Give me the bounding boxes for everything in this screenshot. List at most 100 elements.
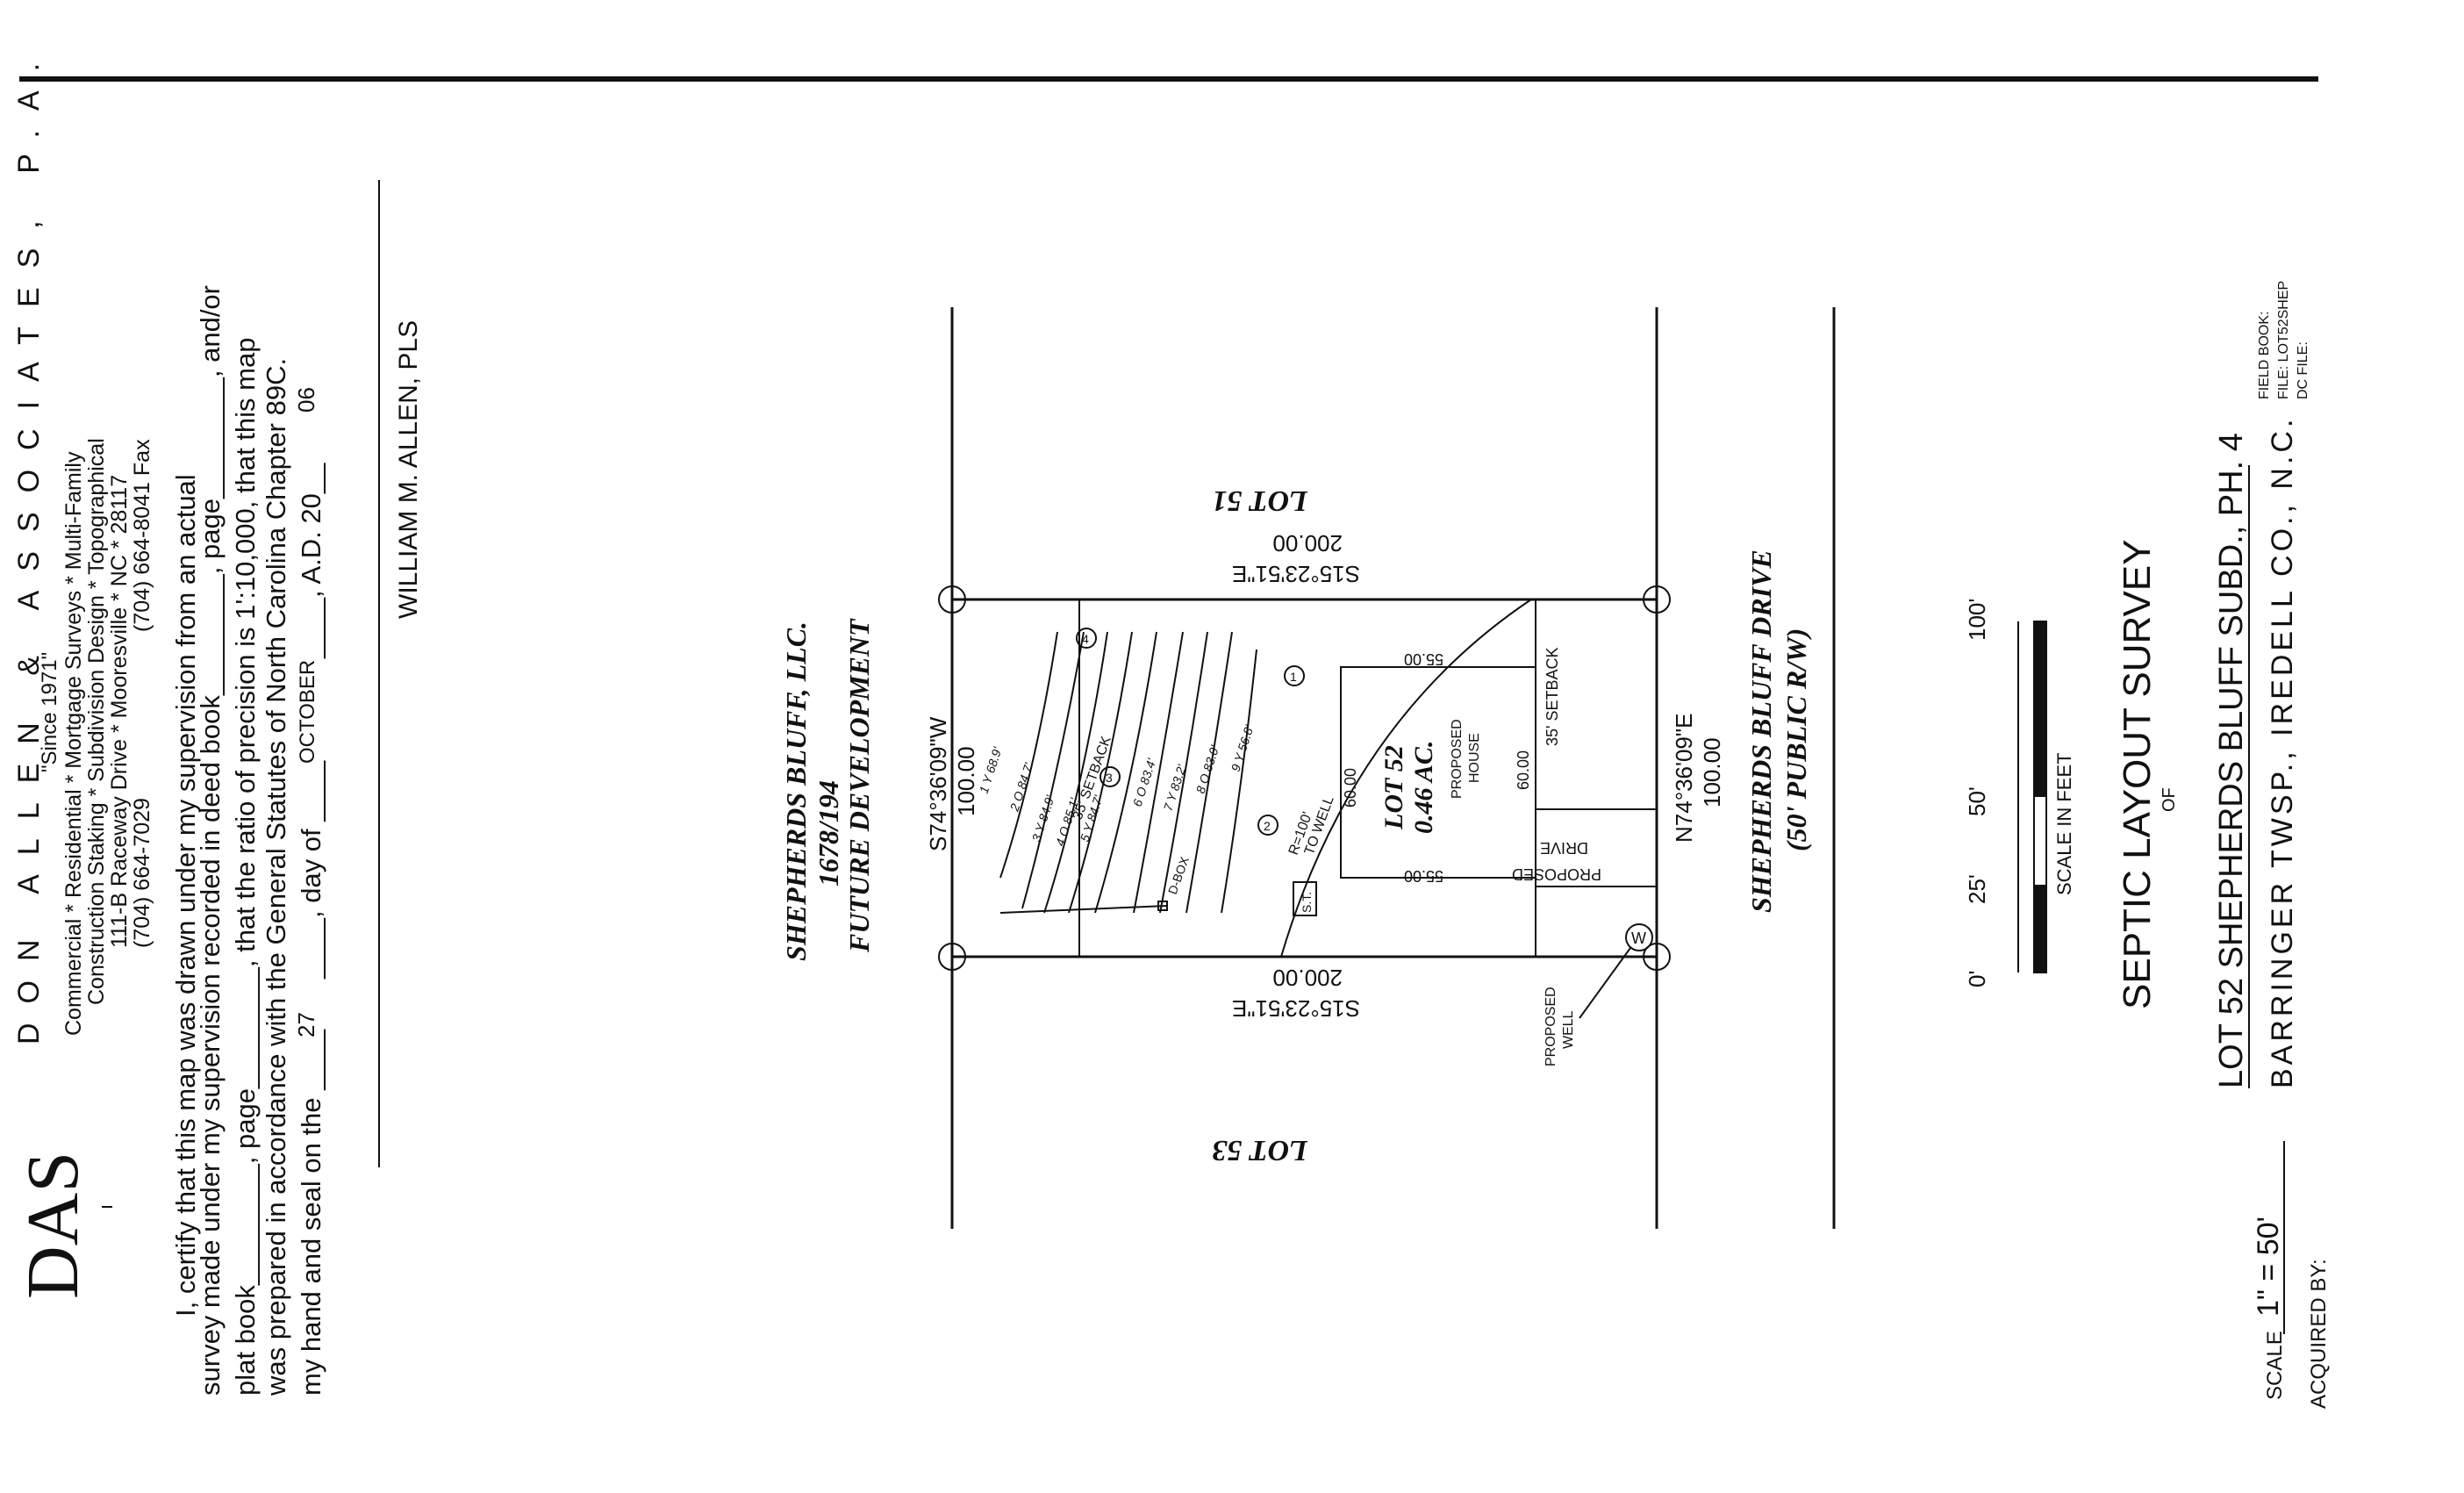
house-dim-bottom: 55.00 [1404, 867, 1443, 885]
septic-line-label: 7 Y 83.2' [1161, 762, 1189, 813]
marker-label: 3 [1106, 771, 1113, 785]
well-leader-line [1579, 947, 1631, 1019]
company-fax: (704) 664-8041 Fax [130, 439, 154, 632]
well-symbol-label: W [1631, 930, 1646, 947]
marker-label: 2 [1264, 819, 1271, 833]
distance-bottom: 200.00 [1272, 965, 1343, 991]
road-name: SHEPHERDS BLUFF DRIVE [1745, 549, 1777, 913]
road-row: (50' PUBLIC R/W) [1780, 628, 1812, 851]
septic-tank-label: S.T. [1300, 892, 1314, 913]
scale-caption: SCALE IN FEET [2053, 752, 2075, 895]
proposed-drive [1535, 808, 1658, 887]
certificate-line-3: plat book________, page________, that th… [230, 338, 261, 1396]
septic-line-5 [1094, 631, 1157, 914]
company-name: DON ALLEN & ASSOCIATES, P.A. [12, 44, 46, 1044]
septic-tank [1293, 881, 1317, 916]
company-services-2: Construction Staking * Subdivision Desig… [84, 438, 109, 1005]
distance-right: 100.00 [1699, 737, 1725, 808]
survey-location: BARRINGER TWSP., IREDELL CO., N.C. [2266, 416, 2299, 1088]
title-block: SEPTIC LAYOUT SURVEY OF LOT 52 SHEPHERDS… [2116, 281, 2331, 1409]
marker-circle [1099, 766, 1121, 787]
certificate-month: OCTOBER [296, 660, 319, 764]
scale-bar: 0' 25' 50' 100' SCALE IN FEET [1964, 599, 2075, 987]
bearing-top: S15°23'51"E [1232, 561, 1360, 587]
company-logo: DAS [12, 1152, 94, 1299]
scale-tick: 25' [1964, 874, 1990, 904]
septic-line-9 [1221, 649, 1257, 914]
certificate-day: 27 [293, 1012, 319, 1037]
septic-line-label: 8 O 83.0' [1193, 743, 1222, 795]
house-dim-left: 60.00 [1342, 768, 1359, 808]
well-radius-arc [1280, 599, 1532, 958]
corner-marker [938, 585, 966, 614]
septic-line-1 [999, 631, 1058, 879]
survey-title: SEPTIC LAYOUT SURVEY [2116, 540, 2159, 1010]
front-setback-label: 35' SETBACK [1544, 648, 1561, 746]
septic-line-2 [1021, 631, 1085, 909]
scale-tick: 50' [1964, 786, 1990, 816]
corner-marker [1643, 585, 1671, 614]
proposed-well-symbol [1625, 923, 1653, 951]
company-address: 111-B Raceway Drive * Mooresville * NC *… [107, 475, 132, 948]
septic-line-8 [1185, 631, 1233, 914]
marker-circle [1076, 628, 1097, 649]
certificate-line-1: I, certify that this map was drawn under… [170, 474, 201, 1317]
marker-circle [1257, 815, 1279, 836]
field-book: FIELD BOOK: [2257, 312, 2272, 399]
certificate-line-4: was prepared in accordance with the Gene… [261, 358, 291, 1396]
acquired-by: ACQUIRED BY: [2307, 1259, 2331, 1409]
scale-tick: 100' [1964, 599, 1990, 641]
septic-line-7 [1159, 631, 1208, 914]
survey-of: OF [2160, 787, 2179, 812]
left-owner-2: 1678/194 [813, 780, 844, 886]
lot-52-boundary [950, 598, 1658, 958]
septic-lines [999, 631, 1257, 914]
lot-number: LOT 52 [1379, 745, 1408, 830]
left-owner-3: FUTURE DEVELOPMENT [843, 618, 875, 953]
company-services-1: Commercial * Residential * Mortgage Surv… [61, 451, 86, 1036]
house-dim-top: 55.00 [1404, 650, 1443, 668]
marker-circle [1284, 665, 1305, 686]
septic-line-label: 3 Y 84.9' [1029, 793, 1057, 843]
marker-label: 4 [1082, 632, 1089, 646]
file-name: FILE: LOT52SHEP [2276, 281, 2291, 399]
scale-bar-segment [2034, 621, 2046, 797]
septic-line-6 [1133, 631, 1184, 914]
marker-label: 1 [1290, 670, 1297, 684]
well-label-2: WELL [1561, 1010, 1576, 1049]
drive-label-1: PROPOSED [1512, 865, 1601, 883]
company-phone: (704) 664-7029 [130, 798, 154, 948]
left-owner-1: SHEPHERDS BLUFF, LLC. [780, 621, 812, 961]
scale-label: SCALE [2263, 1331, 2287, 1400]
bearing-bottom: S15°23'51"E [1232, 995, 1360, 1022]
distance-left: 100.00 [953, 746, 979, 816]
septic-line-label: 9 Y 56.8' [1228, 722, 1257, 773]
certificate-year: 06 [293, 387, 319, 413]
septic-line-4 [1068, 631, 1133, 914]
bearing-right: N74°36'09"E [1671, 714, 1697, 843]
certificate-line-2: survey made under my supervision recorde… [195, 285, 226, 1396]
house-label-1: PROPOSED [1450, 719, 1465, 799]
certificate-line-5a: my hand and seal on the ____ [296, 1029, 326, 1396]
plat-drawing: SHEPHERDS BLUFF, LLC. 1678/194 FUTURE DE… [780, 307, 1836, 1229]
proposed-house [1340, 666, 1536, 879]
well-label-1: PROPOSED [1544, 987, 1558, 1066]
scale-bar-segment [2034, 885, 2046, 973]
house-label-2: HOUSE [1467, 733, 1482, 783]
drive-label-2: DRIVE [1540, 839, 1588, 857]
corner-marker [938, 943, 966, 971]
corner-marker [1643, 943, 1671, 971]
surveyor-name: WILLIAM M. ALLEN, PLS [394, 320, 423, 619]
certificate-block: I, certify that this map was drawn under… [170, 180, 423, 1396]
septic-line-label: 1 Y 68.9' [977, 744, 1005, 795]
lot-acreage: 0.46 AC. [1409, 741, 1438, 834]
septic-markers: 1 2 3 4 [1076, 628, 1305, 836]
survey-subject: LOT 52 SHEPHERDS BLUFF SUBD., PH. 4 [2213, 433, 2250, 1088]
septic-header-line [999, 905, 1168, 914]
lot-53-label: LOT 53 [1212, 1134, 1308, 1166]
septic-line-3 [1043, 631, 1108, 914]
scale-value: 1" = 50' [2252, 1217, 2285, 1317]
certificate-line-5b: ____, day of ____ [296, 760, 326, 980]
company-header: DAS DON ALLEN & ASSOCIATES, P.A. "Since … [12, 44, 154, 1299]
